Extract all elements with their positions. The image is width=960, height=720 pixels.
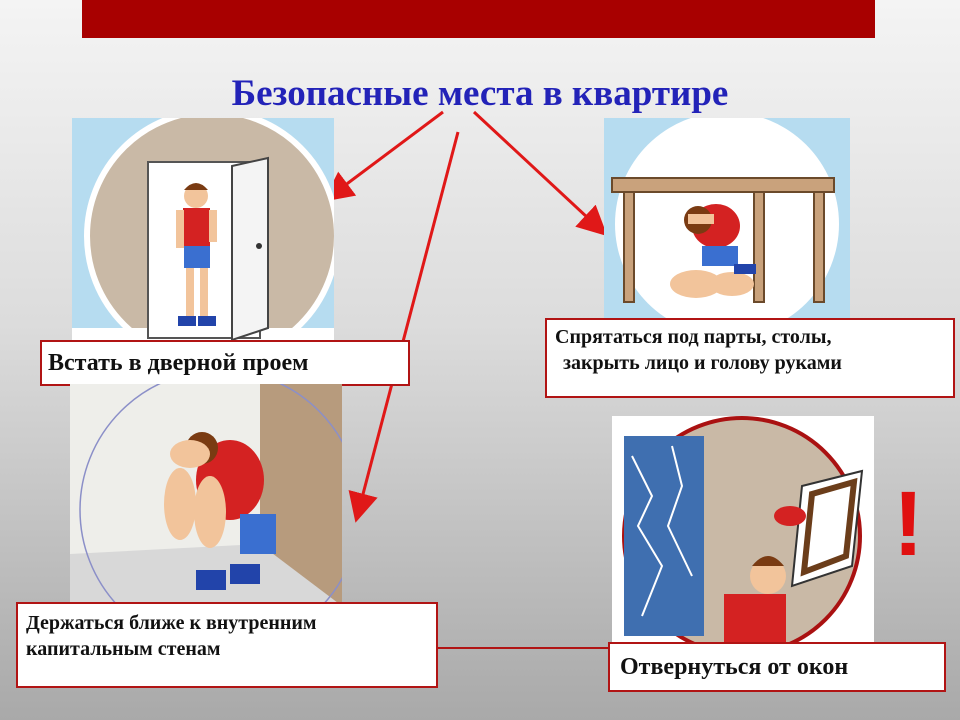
doorway-label: Встать в дверной проем <box>40 340 410 386</box>
exclamation-mark: ! <box>893 473 924 575</box>
window-label-text: Отвернуться от окон <box>620 654 849 680</box>
wall-corner-illustration <box>70 384 342 606</box>
table-label: Спрятаться под парты, столы, закрыть лиц… <box>545 318 955 398</box>
doorway-illustration <box>72 118 334 350</box>
table-panel <box>604 118 850 330</box>
page-title: Безопасные места в квартире <box>231 73 729 114</box>
arrow-to-table <box>472 110 608 237</box>
top-banner <box>82 0 875 38</box>
window-illustration <box>622 416 864 648</box>
window-panel <box>612 416 874 648</box>
doorway-panel <box>72 118 334 350</box>
wall-label-line1: Держаться ближе к внутренним <box>26 612 317 634</box>
wall-label-line2: капитальным стенам <box>26 638 221 660</box>
doorway-label-text: Встать в дверной проем <box>48 350 309 376</box>
window-label: Отвернуться от окон <box>608 642 946 692</box>
table-label-line1: Спрятаться под парты, столы, <box>555 326 832 348</box>
table-label-line2: закрыть лицо и голову руками <box>563 352 842 374</box>
wall-label: Держаться ближе к внутренним капитальным… <box>16 602 438 688</box>
arrow-to-wall <box>348 131 460 523</box>
under-table-illustration <box>611 118 839 330</box>
wall-panel <box>70 384 342 606</box>
arrow-to-doorway <box>323 110 444 202</box>
